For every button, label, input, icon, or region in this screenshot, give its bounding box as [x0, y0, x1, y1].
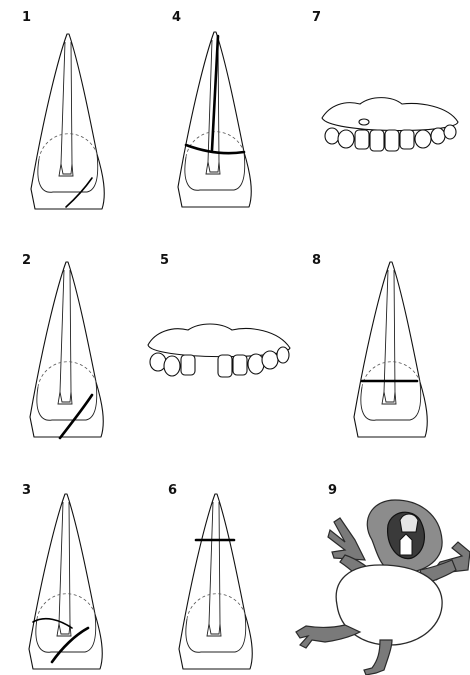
- panel-number-2: 2: [22, 253, 31, 268]
- vertical-fracture-line: [212, 36, 218, 150]
- panel-8: 8: [312, 253, 427, 437]
- secondary-fracture-line: [33, 619, 72, 628]
- panel-number-3: 3: [22, 483, 31, 498]
- crying-baby-cartoon: [296, 500, 470, 675]
- panel-4: 4: [172, 10, 251, 207]
- horizontal-fracture-line: [186, 145, 244, 153]
- tooth-crown-level-fracture-illustration: [179, 494, 252, 669]
- panel-number-1: 1: [22, 10, 31, 25]
- panel-5: 5: [148, 253, 290, 377]
- intruded-tooth: [359, 119, 369, 125]
- panel-3: 3: [22, 483, 102, 669]
- panel-9: 9: [296, 483, 470, 675]
- upper-gum: [400, 514, 418, 532]
- panel-2: 2: [22, 253, 103, 438]
- tooth-complicated-fracture-illustration: [29, 494, 102, 669]
- upper-dental-arch-avulsion-illustration: [148, 324, 290, 377]
- fracture-line: [60, 395, 92, 438]
- left-leg: [296, 625, 360, 648]
- panel-number-9: 9: [328, 483, 337, 498]
- panel-7: 7: [312, 10, 458, 151]
- tooth-crown-root-fracture-illustration: [30, 262, 103, 437]
- panel-6: 6: [168, 483, 252, 669]
- panel-number-5: 5: [160, 253, 169, 268]
- upper-dental-arch-intrusion-illustration: [322, 98, 458, 151]
- tooth-crown-fracture-illustration: [31, 34, 104, 209]
- panel-number-8: 8: [312, 253, 321, 268]
- panel-number-6: 6: [168, 483, 177, 498]
- panel-number-7: 7: [312, 10, 321, 25]
- panel-number-4: 4: [172, 10, 181, 25]
- tooth-root-fracture-illustration: [354, 262, 427, 437]
- panel-1: 1: [22, 10, 104, 209]
- fracture-line: [66, 178, 92, 207]
- right-leg: [364, 640, 392, 675]
- left-hand: [328, 518, 365, 560]
